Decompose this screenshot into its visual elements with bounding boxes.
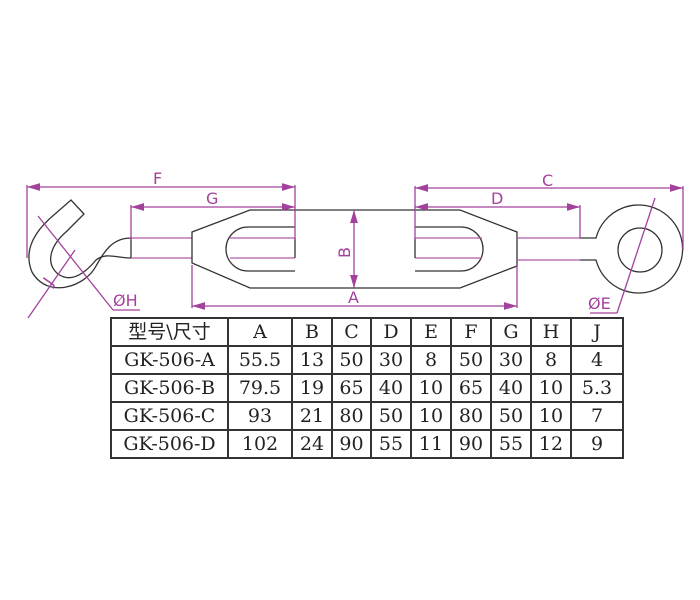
value-cell: 10: [410, 373, 452, 403]
value-cell: 79.5: [227, 373, 293, 403]
header-cell: 型号\尺寸: [110, 317, 229, 347]
value-cell: 50: [490, 401, 532, 431]
label-e: ØE: [588, 294, 611, 313]
model-cell: GK-506-B: [110, 373, 229, 403]
value-cell: 4: [570, 345, 624, 375]
value-cell: 9: [570, 429, 624, 459]
value-cell: 40: [370, 373, 412, 403]
value-cell: 55: [370, 429, 412, 459]
value-cell: 80: [450, 401, 492, 431]
label-d: D: [491, 189, 503, 208]
value-cell: 55.5: [227, 345, 293, 375]
value-cell: 102: [227, 429, 293, 459]
header-cell: C: [331, 317, 372, 347]
header-cell: B: [291, 317, 333, 347]
header-cell: H: [530, 317, 572, 347]
turnbuckle-outline: [28, 199, 684, 294]
value-cell: 10: [530, 373, 572, 403]
header-cell: A: [227, 317, 293, 347]
value-cell: 10: [410, 401, 452, 431]
header-cell: E: [410, 317, 452, 347]
value-cell: 12: [530, 429, 572, 459]
label-h: ØH: [113, 291, 138, 310]
header-cell: G: [490, 317, 532, 347]
model-cell: GK-506-C: [110, 401, 229, 431]
value-cell: 11: [410, 429, 452, 459]
value-cell: 80: [331, 401, 372, 431]
value-cell: 93: [227, 401, 293, 431]
label-b: B: [335, 247, 354, 258]
header-cell: J: [570, 317, 624, 347]
value-cell: 24: [291, 429, 333, 459]
value-cell: 10: [530, 401, 572, 431]
value-cell: 30: [370, 345, 412, 375]
value-cell: 7: [570, 401, 624, 431]
value-cell: 65: [450, 373, 492, 403]
value-cell: 50: [331, 345, 372, 375]
header-cell: D: [370, 317, 412, 347]
value-cell: 5.3: [570, 373, 624, 403]
value-cell: 8: [530, 345, 572, 375]
model-cell: GK-506-D: [110, 429, 229, 459]
header-cell: F: [450, 317, 492, 347]
value-cell: 50: [370, 401, 412, 431]
table-header-row: 型号\尺寸 A B C D E F G H J: [110, 317, 624, 347]
value-cell: 50: [450, 345, 492, 375]
value-cell: 40: [490, 373, 532, 403]
value-cell: 30: [490, 345, 532, 375]
dimension-lines: [26, 183, 684, 319]
value-cell: 90: [450, 429, 492, 459]
value-cell: 65: [331, 373, 372, 403]
model-cell: GK-506-A: [110, 345, 229, 375]
label-a: A: [348, 288, 359, 307]
value-cell: 8: [410, 345, 452, 375]
label-g: G: [206, 189, 218, 208]
value-cell: 21: [291, 401, 333, 431]
label-j: J: [39, 274, 58, 290]
value-cell: 13: [291, 345, 333, 375]
dimension-labels: F G B A C D J ØH ØE: [39, 169, 611, 313]
label-c: C: [542, 171, 553, 190]
value-cell: 90: [331, 429, 372, 459]
label-f: F: [153, 169, 162, 188]
value-cell: 55: [490, 429, 532, 459]
value-cell: 19: [291, 373, 333, 403]
